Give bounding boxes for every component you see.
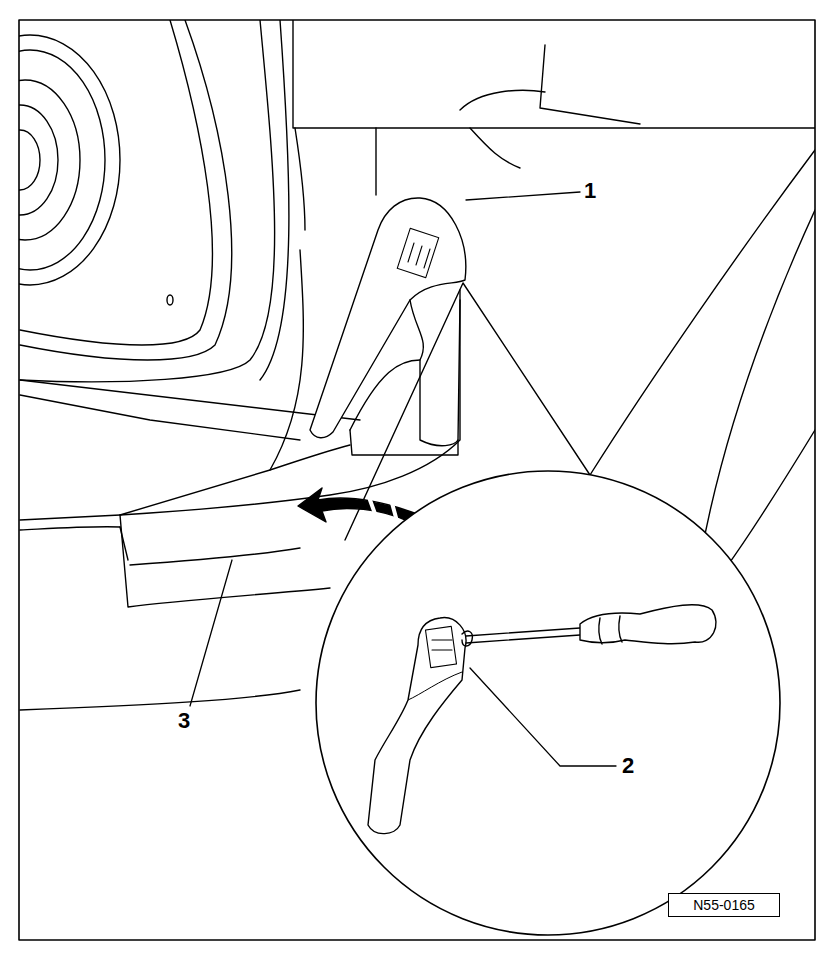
callout-number: 3 [178, 710, 190, 732]
loudspeaker [19, 35, 173, 305]
frame [19, 20, 815, 940]
figure-number-box: N55-0165 [668, 893, 780, 917]
door-panel [20, 20, 360, 440]
leader-lines [190, 192, 616, 766]
lever-logo [397, 228, 439, 277]
figure-number: N55-0165 [693, 897, 755, 913]
movement-arrow [298, 488, 420, 522]
callout-number: 1 [584, 180, 596, 202]
detail-lever [368, 618, 466, 834]
screwdriver [462, 605, 716, 646]
callout-number: 2 [622, 755, 634, 777]
magnifier [316, 471, 780, 935]
